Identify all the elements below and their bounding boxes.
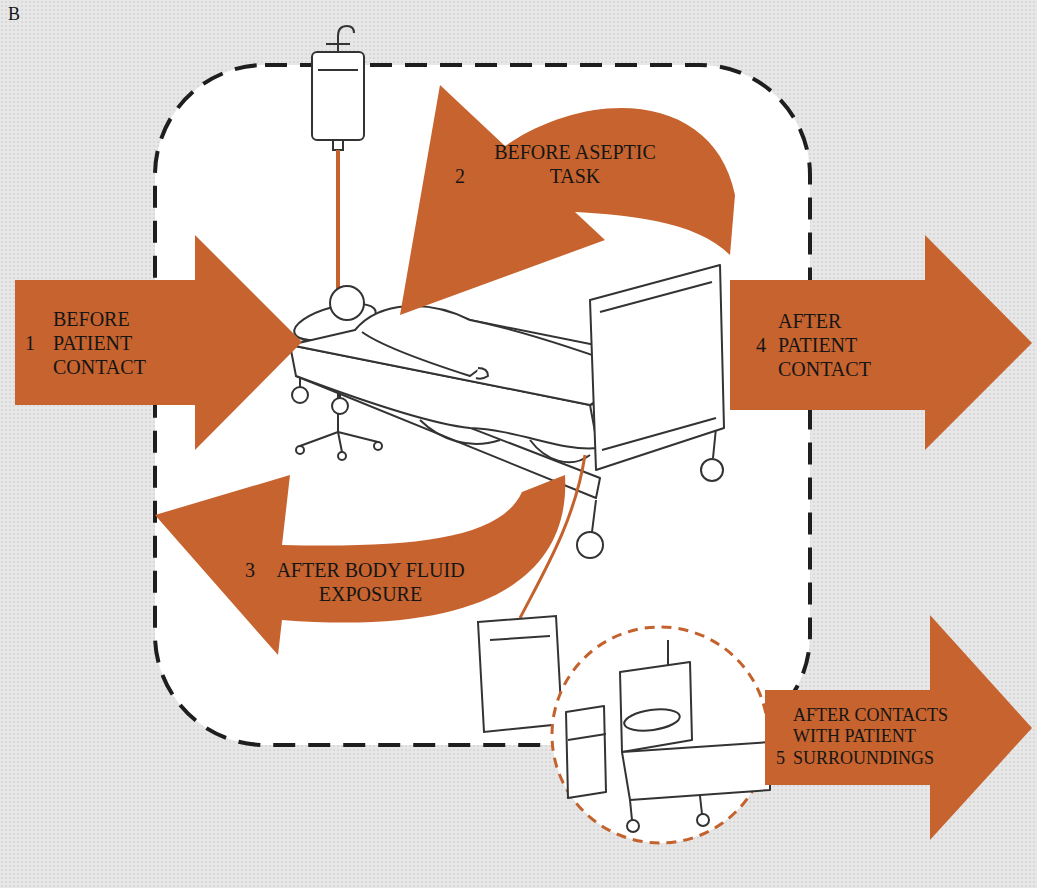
moment-label: BEFORE ASEPTIC TASK [480,140,670,188]
moment-arrow: 4 AFTER PATIENT CONTACT [730,235,1032,450]
moment-arrow: 2 BEFORE ASEPTIC TASK [375,80,745,330]
arrow-shape [730,235,1032,450]
moment-arrow: 5 AFTER CONTACTS WITH PATIENT SURROUNDING… [765,615,1032,840]
moment-label: AFTER PATIENT CONTACT [778,309,908,381]
arrow-outline [730,235,1032,450]
arrow-outline [15,235,302,450]
moment-arrow: 1 BEFORE PATIENT CONTACT [15,235,305,450]
moment-number: 1 [25,331,35,355]
moment-label: AFTER CONTACTS WITH PATIENT SURROUNDINGS [793,705,958,770]
panel-letter: B [8,4,20,25]
arrow-shape [375,80,745,330]
arrow-outline [155,475,565,655]
moment-label: BEFORE PATIENT CONTACT [53,307,178,379]
moment-number: 2 [455,164,465,188]
moment-number: 3 [245,558,255,582]
arrow-outline [400,85,735,315]
arrow-outline [765,615,1032,840]
moment-arrow: 3 AFTER BODY FLUID EXPOSURE [150,470,570,660]
moment-label: AFTER BODY FLUID EXPOSURE [268,558,473,606]
moment-number: 5 [776,748,785,770]
moment-number: 4 [756,333,766,357]
